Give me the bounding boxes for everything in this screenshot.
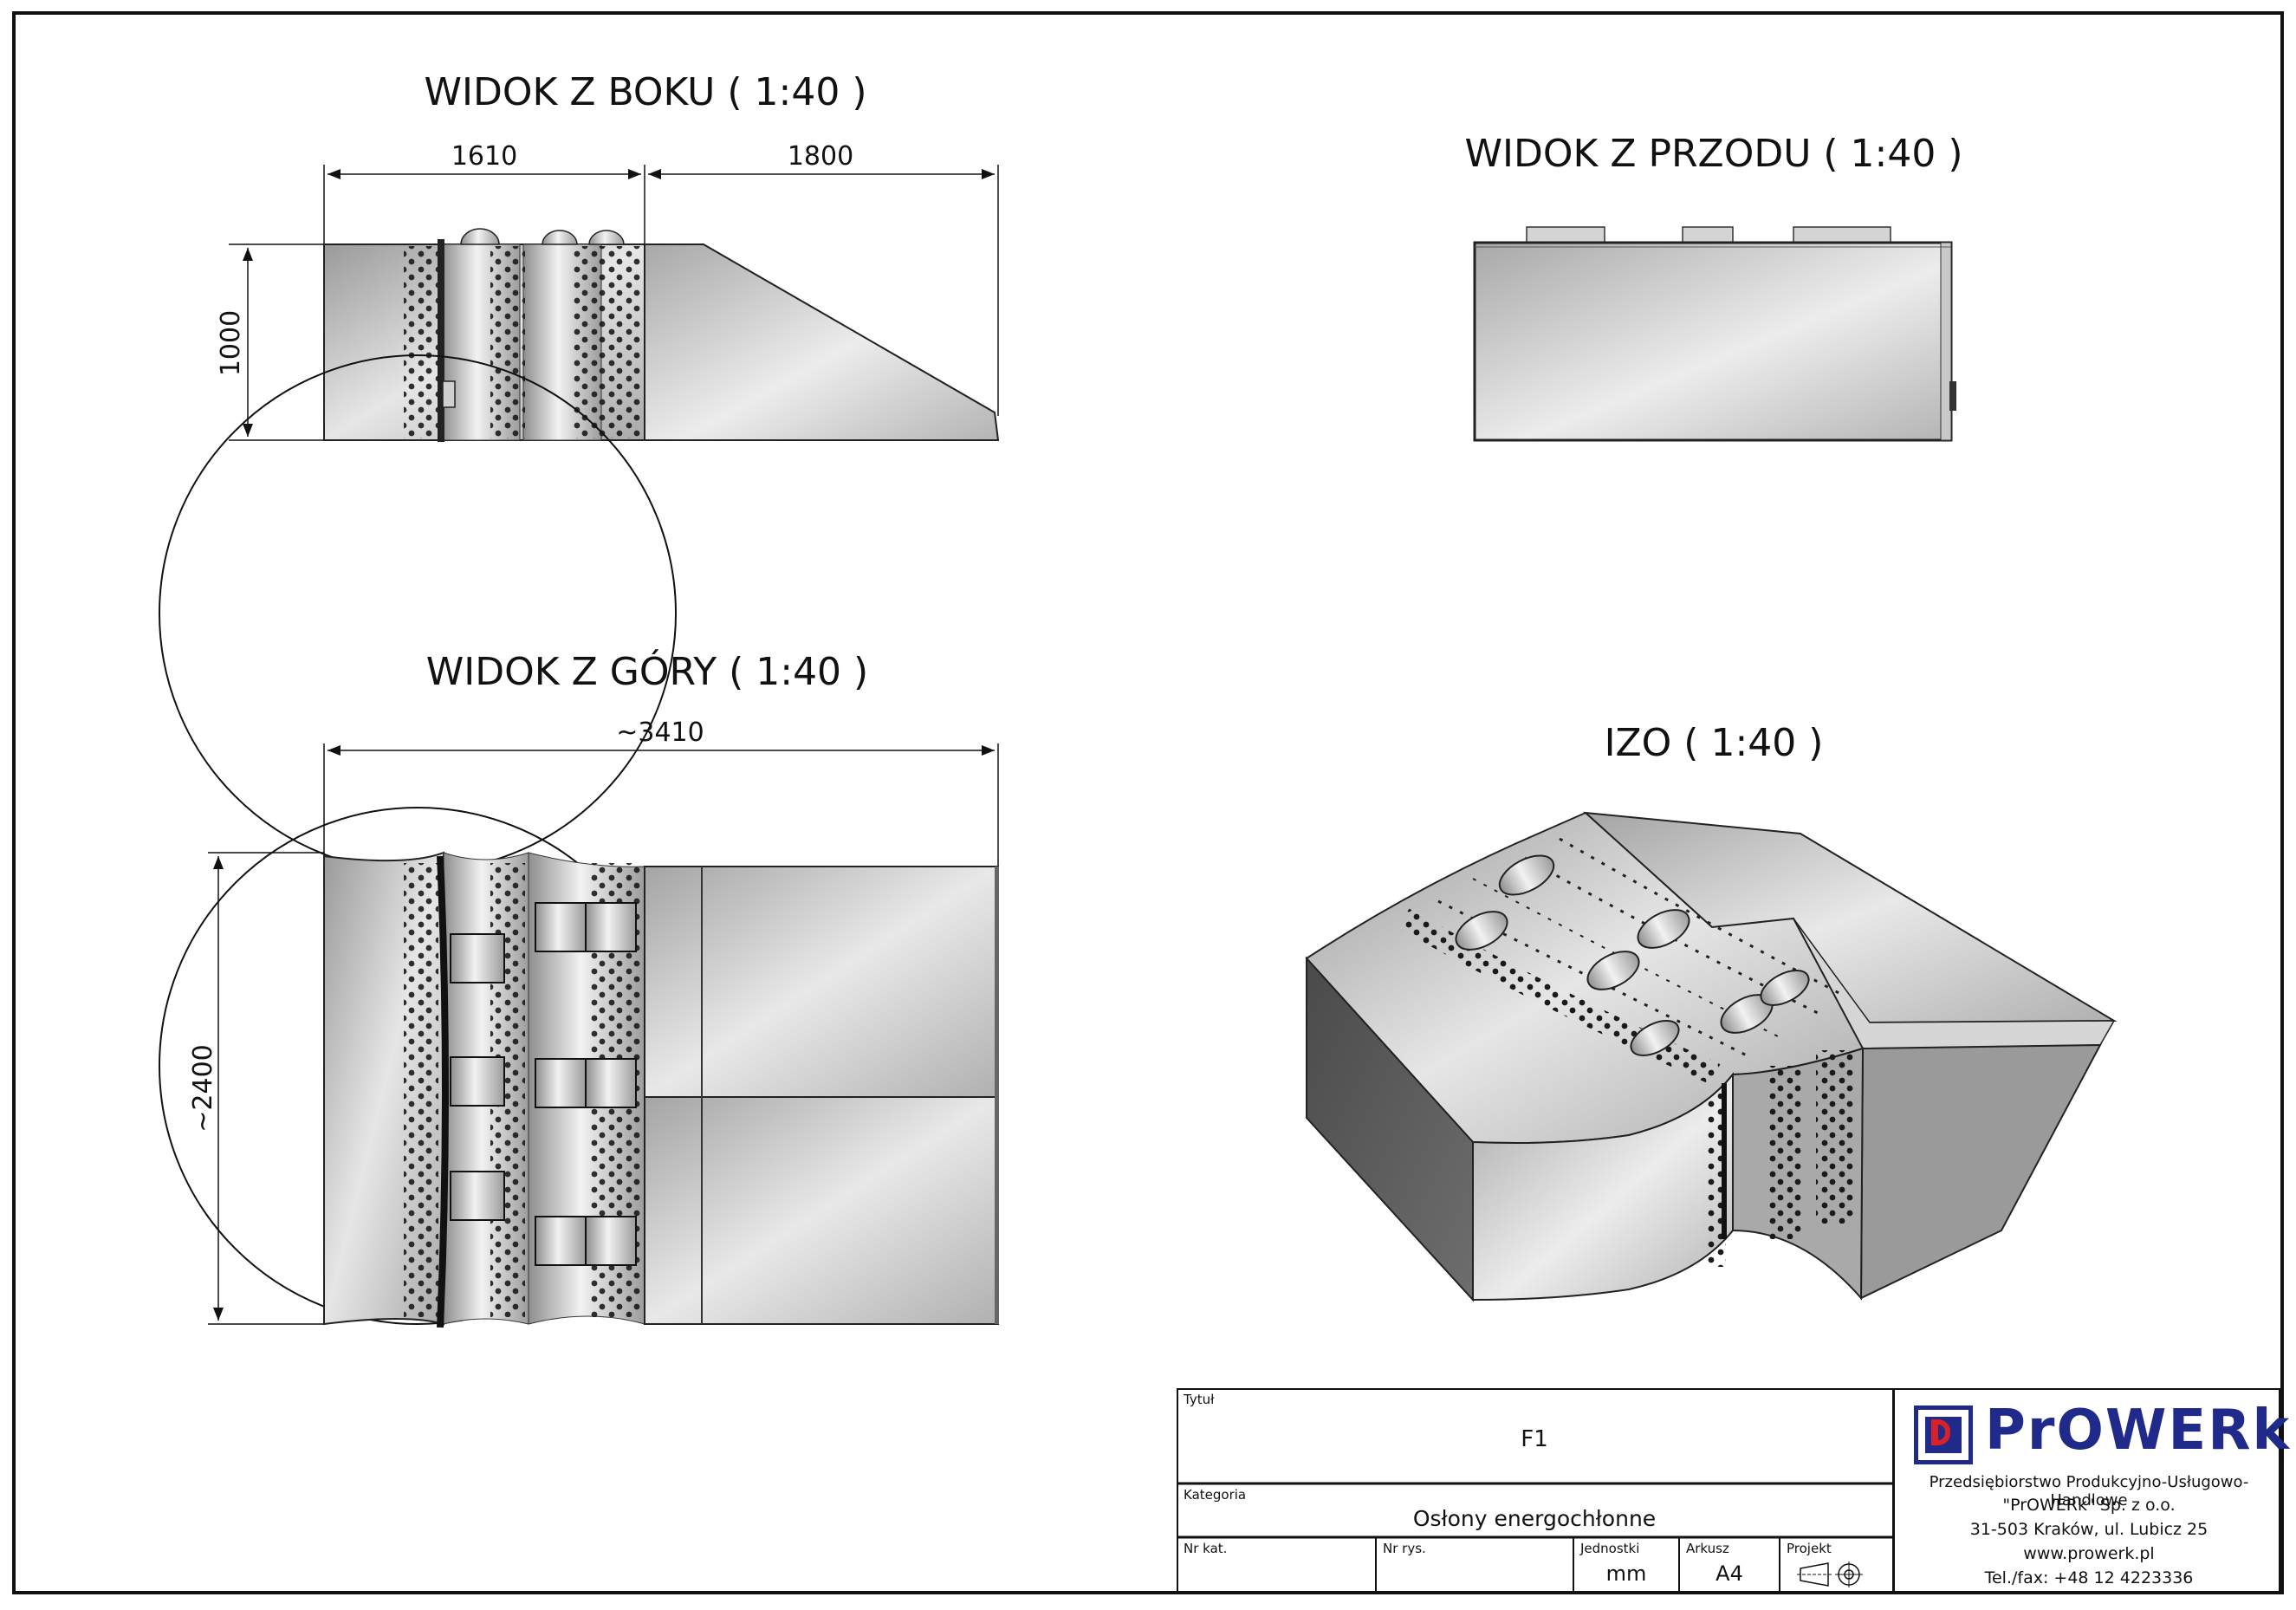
company-line-2: "PrOWERk" Sp. z o.o. bbox=[2002, 1496, 2176, 1515]
drawing-number-label: Nr rys. bbox=[1383, 1541, 1426, 1556]
dim-2400: ~2400 bbox=[188, 1044, 218, 1132]
sheet-size-value: A4 bbox=[1716, 1561, 1743, 1586]
dim-1000: 1000 bbox=[216, 310, 246, 376]
units-cell: Jednostki mm bbox=[1573, 1537, 1679, 1593]
units-value: mm bbox=[1605, 1561, 1647, 1586]
company-line-1: Przedsiębiorstwo Produkcyjno-Usługowo-Ha… bbox=[1929, 1473, 2249, 1509]
category-label: Kategoria bbox=[1184, 1487, 1247, 1503]
title-label: Tytuł bbox=[1184, 1392, 1215, 1407]
category-value: Osłony energochłonne bbox=[1412, 1506, 1657, 1531]
company-block: PrOWERk Przedsiębiorstwo Produkcyjno-Usł… bbox=[1892, 1388, 2289, 1593]
company-logo-icon bbox=[1914, 1406, 1973, 1464]
dim-1610: 1610 bbox=[451, 141, 517, 172]
catalog-label: Nr kat. bbox=[1184, 1541, 1228, 1556]
projection-label: Projekt bbox=[1787, 1541, 1832, 1556]
catalog-cell: Nr kat. bbox=[1177, 1537, 1376, 1593]
title-block-grid bbox=[1177, 1388, 2280, 1593]
units-label: Jednostki bbox=[1580, 1541, 1640, 1556]
front-view: WIDOK Z PRZODU ( 1:40 ) bbox=[1464, 132, 1963, 442]
iso-view-title: IZO ( 1:40 ) bbox=[1605, 721, 1824, 765]
drawing-number-cell: Nr rys. bbox=[1376, 1537, 1573, 1593]
top-view-title: WIDOK Z GÓRY ( 1:40 ) bbox=[426, 648, 868, 694]
company-logo-text: PrOWERk bbox=[1985, 1399, 2292, 1463]
company-phone: Tel./fax: +48 12 4223336 bbox=[1984, 1568, 2194, 1587]
title-block: Tytuł F1 Kategoria Osłony energochłonne … bbox=[1177, 1388, 2289, 1593]
projection-cell: Projekt bbox=[1780, 1537, 1892, 1593]
sheet-size-label: Arkusz bbox=[1686, 1541, 1729, 1556]
sheet-size-cell: Arkusz A4 bbox=[1679, 1537, 1780, 1593]
front-view-title: WIDOK Z PRZODU ( 1:40 ) bbox=[1464, 132, 1962, 176]
side-view: WIDOK Z BOKU ( 1:40 ) 1610 1800 1000 bbox=[216, 70, 1000, 442]
iso-view: IZO ( 1:40 ) bbox=[1305, 721, 2118, 1302]
projection-symbol-icon bbox=[1797, 1561, 1863, 1587]
side-view-title: WIDOK Z BOKU ( 1:40 ) bbox=[425, 70, 867, 114]
company-address: 31-503 Kraków, ul. Lubicz 25 bbox=[1969, 1520, 2208, 1539]
top-view: WIDOK Z GÓRY ( 1:40 ) ~3410 ~2400 bbox=[188, 648, 999, 1328]
sheet-border bbox=[12, 11, 2284, 1594]
title-cell: Tytuł F1 bbox=[1177, 1388, 1892, 1483]
category-cell: Kategoria Osłony energochłonne bbox=[1177, 1483, 1892, 1537]
dim-1800: 1800 bbox=[788, 141, 853, 172]
company-website[interactable]: www.prowerk.pl bbox=[2023, 1544, 2155, 1563]
drawing-title: F1 bbox=[1521, 1426, 1548, 1452]
dim-3410: ~3410 bbox=[616, 717, 704, 748]
